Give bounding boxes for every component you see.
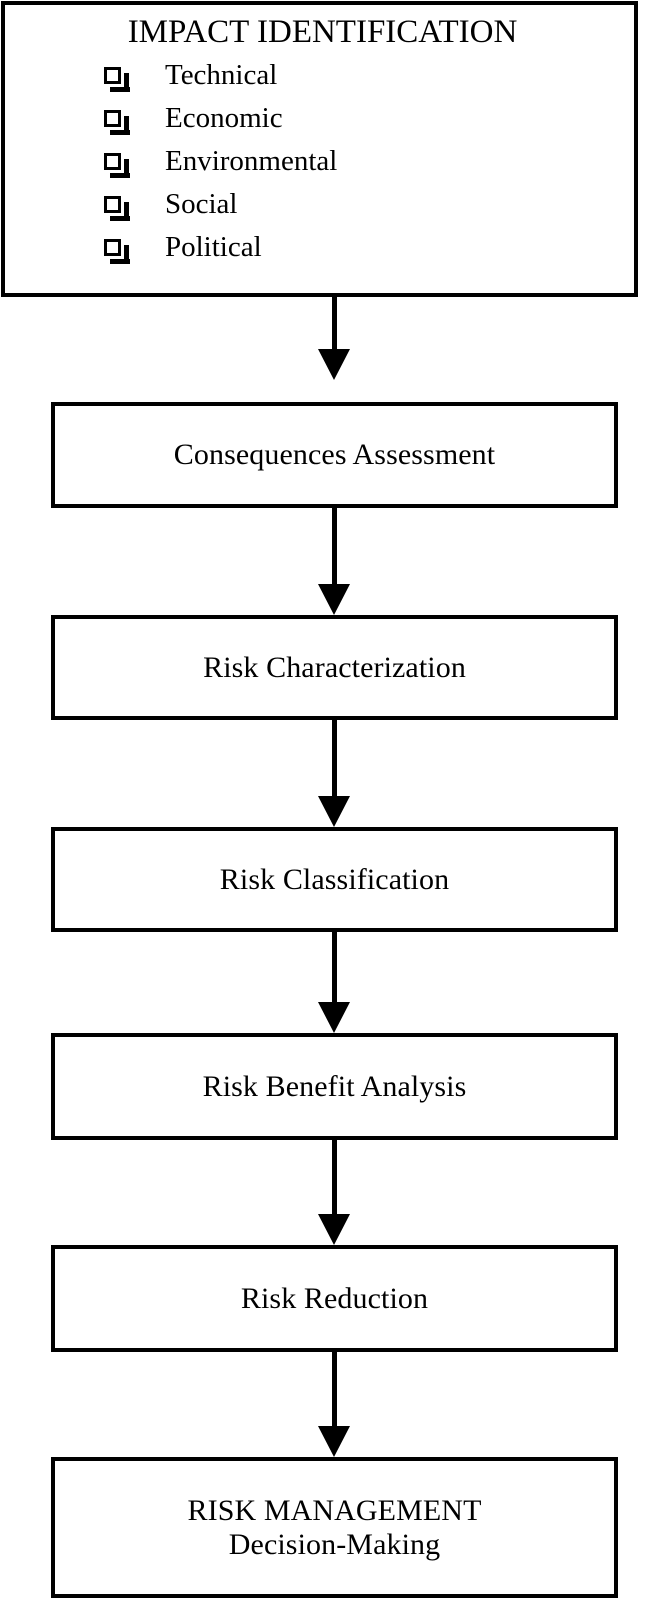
arrow-shaft: [332, 1352, 337, 1428]
node-impact-identification: IMPACT IDENTIFICATION Technical Economic…: [1, 1, 638, 297]
node-label: Consequences Assessment: [173, 438, 496, 472]
node-risk-management: RISK MANAGEMENT Decision-Making: [51, 1457, 618, 1598]
list-item-label: Technical: [165, 59, 278, 91]
arrowhead-down-icon: [318, 349, 350, 380]
arrowhead-down-icon: [318, 1214, 350, 1245]
node-risk-reduction: Risk Reduction: [51, 1245, 618, 1352]
arrowhead-down-icon: [318, 1002, 350, 1033]
list-item-label: Social: [165, 188, 238, 220]
node-label-line1: RISK MANAGEMENT: [187, 1493, 482, 1527]
arrow-shaft: [332, 1140, 337, 1216]
list-item: Social: [5, 183, 634, 226]
checkbox-shadow-icon: [104, 239, 130, 264]
impact-identification-list: Technical Economic Environmental Social …: [5, 54, 634, 269]
node-label-line2: Decision-Making: [228, 1527, 441, 1561]
list-item-label: Political: [165, 231, 262, 263]
arrow-shaft: [332, 932, 337, 1004]
node-consequences-assessment: Consequences Assessment: [51, 402, 618, 508]
list-item: Environmental: [5, 140, 634, 183]
arrow-shaft: [332, 508, 337, 586]
node-label: Risk Reduction: [240, 1281, 429, 1315]
arrow-shaft: [332, 296, 337, 352]
checkbox-shadow-icon: [104, 153, 130, 178]
list-item-label: Environmental: [165, 145, 338, 177]
node-risk-benefit-analysis: Risk Benefit Analysis: [51, 1033, 618, 1140]
checkbox-shadow-icon: [104, 67, 130, 92]
node-label: Risk Benefit Analysis: [202, 1069, 467, 1103]
checkbox-shadow-icon: [104, 110, 130, 135]
arrowhead-down-icon: [318, 584, 350, 615]
list-item: Economic: [5, 97, 634, 140]
arrowhead-down-icon: [318, 796, 350, 827]
arrowhead-down-icon: [318, 1426, 350, 1457]
list-item-label: Economic: [165, 102, 283, 134]
node-risk-classification: Risk Classification: [51, 827, 618, 932]
list-item: Technical: [5, 54, 634, 97]
list-item: Political: [5, 226, 634, 269]
node-label: Risk Characterization: [203, 650, 466, 684]
node-risk-characterization: Risk Characterization: [51, 615, 618, 720]
arrow-shaft: [332, 720, 337, 798]
impact-identification-heading: IMPACT IDENTIFICATION: [127, 14, 518, 50]
node-label: Risk Classification: [219, 862, 450, 896]
checkbox-shadow-icon: [104, 196, 130, 221]
